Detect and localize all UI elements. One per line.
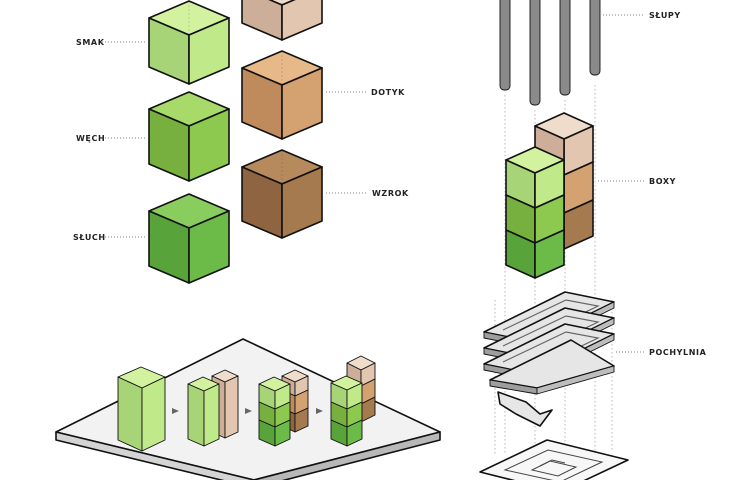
arrow-2 [245, 408, 252, 414]
label-sluch: SŁUCH [73, 233, 106, 242]
label-smak: SMAK [76, 38, 105, 47]
step-4-shifted-blocks [330, 355, 376, 447]
ramp-layers [483, 291, 615, 427]
cube-smak [148, 0, 230, 85]
label-wech: WĘCH [76, 134, 105, 143]
arrow-1 [172, 408, 179, 414]
cube-dotyk [241, 50, 323, 140]
step-1-green-block [117, 366, 166, 452]
label-slupy: SŁUPY [649, 11, 681, 20]
cube-sluch [148, 193, 230, 284]
arrow-3 [316, 408, 323, 414]
boxes-stack [505, 112, 594, 279]
cube-wzrok [241, 149, 323, 239]
label-boxy: BOXY [649, 177, 676, 186]
step-3-stacked-blocks [258, 369, 309, 447]
label-pochylnia: POCHYLNIA [649, 348, 707, 357]
cube-top-tan [241, 0, 323, 41]
cube-wech [148, 91, 230, 182]
ground-plan-plate [479, 439, 629, 480]
label-dotyk: DOTYK [371, 88, 405, 97]
label-wzrok: WZROK [372, 189, 409, 198]
step-2-green-tan-block [187, 369, 239, 447]
pillars [499, 0, 601, 106]
